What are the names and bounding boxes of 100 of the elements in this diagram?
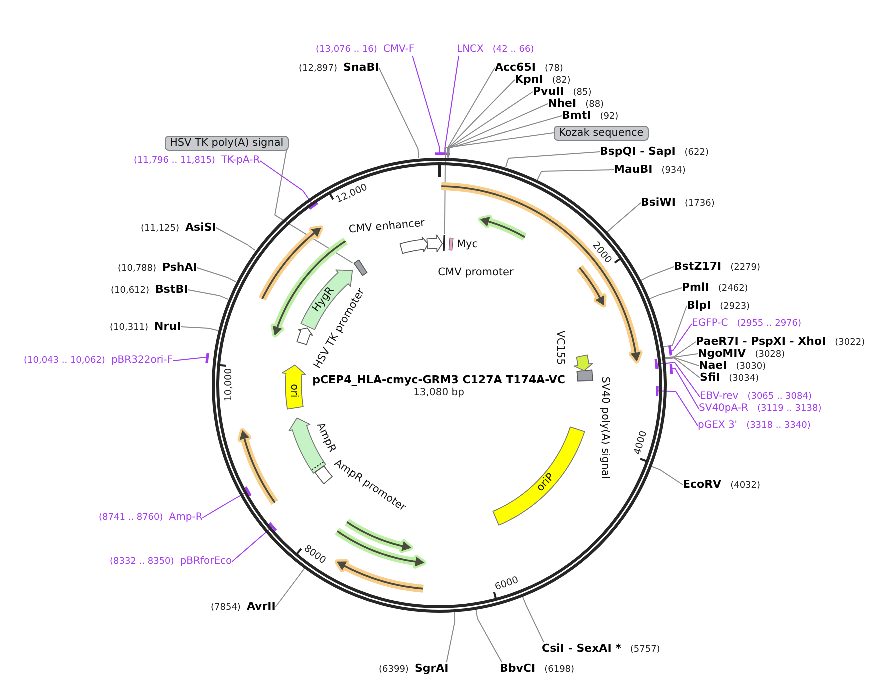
enzyme-site-label: MauBI	[614, 164, 653, 176]
leader-line	[196, 268, 237, 283]
leader-line	[412, 56, 446, 156]
feature-label: SV40 poly(A) signal	[598, 376, 611, 480]
leader-line	[232, 522, 278, 562]
enzyme-site-label: BmtI	[562, 110, 592, 122]
position-label: (10,612)	[111, 284, 150, 296]
position-label: (82)	[552, 74, 571, 86]
feature-block	[314, 464, 334, 485]
enzyme-site-label: PvuII	[533, 86, 564, 98]
leader-line	[640, 266, 674, 282]
leader-line	[654, 358, 700, 398]
position-label: (1736)	[684, 198, 715, 210]
position-label: (8332 .. 8350)	[110, 556, 174, 568]
feature-label: VC155	[554, 330, 566, 366]
scale-label: 4000	[632, 430, 650, 456]
position-label: (6198)	[544, 664, 575, 676]
enzyme-site-label: PmlI	[682, 282, 710, 294]
leader-line	[444, 132, 554, 235]
position-label: (4032)	[730, 480, 761, 492]
leader-line	[274, 150, 354, 264]
position-label: (10,043 .. 10,062)	[24, 355, 106, 367]
position-label: (42 .. 66)	[492, 44, 534, 56]
position-label: (8741 .. 8760)	[99, 512, 164, 524]
position-label: (3028)	[755, 348, 786, 360]
enzyme-site-label: BbvCI	[500, 662, 536, 674]
enzyme-site-label: BlpI	[687, 300, 712, 312]
plasmid-size: 13,080 bp	[414, 386, 464, 400]
feature-label: CMV promoter	[438, 266, 514, 279]
position-label: (3318 .. 3340)	[746, 420, 811, 432]
enzyme-site-label: NruI	[154, 320, 182, 332]
enzyme-site-label: NaeI	[699, 360, 728, 372]
enzyme-site-label: SfiI	[700, 372, 720, 384]
enzyme-site-label: BstBI	[156, 284, 188, 296]
plasmid-name: pCEP4_HLA-cmyc-GRM3 C127A T174A-VC	[312, 374, 566, 386]
position-label: (10,788)	[118, 262, 157, 274]
leader-line	[448, 104, 548, 158]
primer-label: pBRforEco	[180, 556, 232, 568]
primer-label: pBR322ori-F	[111, 355, 174, 367]
leader-line	[447, 80, 516, 158]
feature-mark	[448, 237, 454, 252]
position-label: (88)	[586, 98, 604, 110]
feature-label: ori	[288, 384, 301, 398]
position-label: (2462)	[718, 282, 748, 294]
position-label: (6399)	[379, 664, 409, 676]
leader-line	[438, 56, 460, 156]
position-label: (85)	[573, 86, 592, 98]
scale-label: 10,000	[223, 368, 235, 402]
position-label: (13,076 .. 16)	[316, 44, 378, 56]
feature-callout: HSV TK poly(A) signal	[165, 136, 289, 150]
enzyme-site-label: BstZ17I	[674, 260, 722, 272]
leader-line	[476, 608, 502, 663]
primer-label: EBV-rev	[700, 391, 739, 403]
leader-line	[607, 202, 642, 233]
position-label: (12,897)	[299, 62, 338, 74]
position-label: (3022)	[835, 336, 866, 348]
leader-line	[656, 384, 698, 426]
primer-label: LNCX	[457, 44, 484, 56]
position-label: (3034)	[729, 372, 760, 384]
feature-mark	[442, 234, 448, 253]
position-label: (2279)	[730, 262, 761, 274]
feature-shape	[296, 326, 314, 346]
position-label: (3030)	[736, 360, 766, 372]
position-label: (2923)	[720, 300, 750, 312]
enzyme-site-label: PshAI	[162, 262, 198, 274]
position-label: (3119 .. 3138)	[757, 403, 822, 415]
position-label: (5757)	[630, 644, 660, 656]
enzyme-site-label: EcoRV	[683, 478, 722, 490]
position-label: (78)	[544, 62, 564, 74]
leader-line	[668, 324, 692, 358]
leader-line	[275, 568, 306, 608]
position-label: (92)	[600, 110, 619, 122]
enzyme-site-label: SgrAI	[414, 662, 449, 674]
enzyme-site-label: CsiI - SexAI *	[542, 642, 622, 654]
leader-line	[172, 352, 210, 364]
leader-line	[664, 342, 696, 359]
position-label: (10,311)	[110, 322, 149, 334]
enzyme-site-label: BspQI - SapI	[600, 146, 676, 158]
feature-block	[352, 258, 368, 277]
leader-line	[522, 596, 544, 643]
primer-label: SV40pA-R	[699, 403, 748, 415]
feature-band	[492, 426, 586, 528]
leader-line	[260, 160, 320, 210]
leader-line	[188, 290, 229, 300]
leader-line	[664, 354, 698, 359]
leader-line	[448, 116, 562, 158]
primer-label: TK-pA-R	[221, 155, 260, 167]
leader-line	[180, 326, 219, 332]
enzyme-site-label: PaeR7I - PspXI - XhoI	[696, 336, 826, 348]
leader-line	[447, 68, 496, 158]
feature-shape	[572, 354, 594, 372]
enzyme-site-label: AvrII	[246, 600, 276, 612]
primer-label: pGEX 3'	[698, 420, 738, 432]
position-label: (2955 .. 2976)	[737, 318, 802, 330]
primer-label: EGFP-C	[692, 318, 728, 330]
position-label: (622)	[684, 146, 709, 158]
leader-line	[662, 306, 688, 348]
leader-line	[670, 362, 700, 410]
leader-line	[216, 228, 256, 252]
leader-line	[650, 466, 684, 486]
